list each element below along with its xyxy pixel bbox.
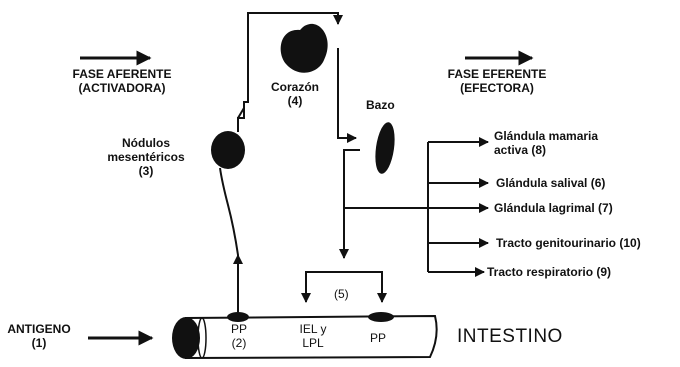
afferent-phase-label: FASE AFERENTE (ACTIVADORA) bbox=[58, 67, 186, 95]
target-genitourinary-label: Tracto genitourinario (10) bbox=[496, 236, 641, 250]
pp-left-patch bbox=[227, 312, 249, 322]
pp-to-nodes-line bbox=[220, 168, 238, 312]
spleen-label: Bazo bbox=[366, 98, 395, 112]
heart-shape bbox=[281, 24, 328, 73]
spleen-shape bbox=[372, 121, 397, 175]
efferent-phase-label: FASE EFERENTE (EFECTORA) bbox=[438, 67, 556, 95]
pp-left-label: PP (2) bbox=[222, 322, 256, 350]
target-salivary-label: Glándula salival (6) bbox=[496, 176, 605, 190]
mesenteric-node bbox=[211, 131, 245, 169]
heart-label: Corazón (4) bbox=[262, 80, 328, 108]
target-respiratory-label: Tracto respiratorio (9) bbox=[487, 265, 611, 279]
iel-lpl-label: IEL y LPL bbox=[288, 322, 338, 350]
pp-right-label: PP bbox=[370, 331, 386, 345]
spleen-down-line bbox=[344, 150, 360, 258]
target-lacrimal-label: Glándula lagrimal (7) bbox=[494, 201, 613, 215]
pp-right-patch bbox=[368, 312, 394, 322]
mesenteric-nodes-label: Nódulos mesentéricos (3) bbox=[96, 136, 196, 178]
target-mammary-label: Glándula mamaria activa (8) bbox=[494, 129, 598, 157]
heart-to-spleen-line bbox=[338, 48, 356, 138]
step5-label: (5) bbox=[334, 287, 349, 301]
intestine-label: INTESTINO bbox=[457, 330, 563, 344]
antigen-label: ANTIGENO (1) bbox=[4, 322, 74, 350]
